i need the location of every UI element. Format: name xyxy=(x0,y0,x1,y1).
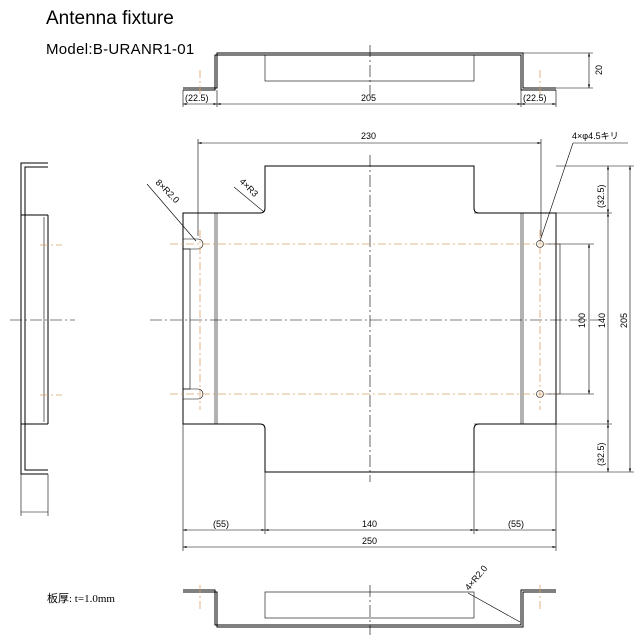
side-profile-view xyxy=(10,162,75,516)
dim-bottom-right: (55) xyxy=(508,519,524,529)
bend-radius-callout: 4×R2.0 xyxy=(463,563,489,592)
dim-width-230: 230 xyxy=(361,131,376,141)
dim-top-left-flange: (22.5) xyxy=(185,93,209,103)
corner-radius-callout: 4×R3 xyxy=(238,176,260,198)
thickness-note: 板厚: t=1.0mm xyxy=(47,593,115,605)
dim-top-middle: 205 xyxy=(361,93,376,103)
top-profile-view xyxy=(182,45,593,107)
dim-overall-width: 250 xyxy=(362,536,377,546)
dim-bottom-left: (55) xyxy=(213,519,229,529)
dim-hole-pitch-100: 100 xyxy=(577,313,587,328)
dim-height-205: 205 xyxy=(619,313,629,328)
hole-callout: 4×φ4.5キリ xyxy=(572,131,619,141)
model-number: Model:B-URANR1-01 xyxy=(46,41,195,58)
bottom-profile-view xyxy=(183,585,556,635)
dim-bottom-middle: 140 xyxy=(362,519,377,529)
dim-right-top-offset: (32.5) xyxy=(596,184,606,208)
dim-top-right-flange: (22.5) xyxy=(523,93,547,103)
front-plate-view xyxy=(146,139,634,551)
dim-hole-pitch-140: 140 xyxy=(597,313,607,328)
drawing-title: Antenna fixture xyxy=(46,8,174,29)
dim-top-height: 20 xyxy=(594,65,604,75)
slot-radius-callout: 8×R2.0 xyxy=(154,177,182,205)
dim-right-bottom-offset: (32.5) xyxy=(596,442,606,466)
